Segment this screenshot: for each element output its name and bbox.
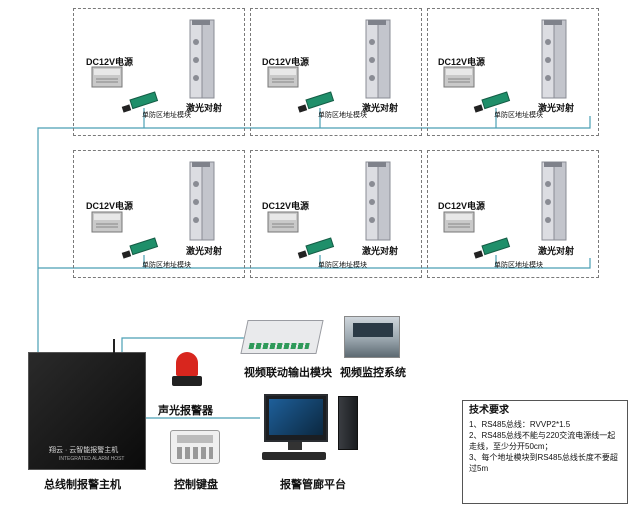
tech-requirements-box: 技术要求 1、RS485总线：RVVP2*1.5 2、RS485总线不能与220…	[462, 400, 628, 504]
video-monitor-label: 视频监控系统	[340, 367, 406, 379]
alarm-host-cabinet: 翔云 · 云智能报警主机 INTEGRATED ALARM HOST	[28, 339, 146, 470]
zone-5-psu-label: DC12V电源	[262, 201, 310, 211]
zone-6-module-label: 单防区地址模块	[494, 262, 543, 269]
zone-3-laser-label: 激光对射	[538, 103, 575, 113]
antenna	[113, 339, 115, 353]
alarm-host-brand-sub: INTEGRATED ALARM HOST	[59, 456, 125, 462]
zone-3-psu-label: DC12V电源	[438, 57, 486, 67]
zone-6-psu-label: DC12V电源	[438, 201, 486, 211]
tech-line-3: 3、每个地址模块到RS485总线长度不要超过5m	[469, 453, 618, 473]
video-link-module-label: 视频联动输出模块	[244, 367, 332, 379]
alarm-host-label: 总线制报警主机	[44, 479, 121, 491]
siren-icon	[172, 352, 202, 388]
zone-4-laser-label: 激光对射	[186, 246, 223, 256]
tech-line-2: 2、RS485总线不能与220交流电源线一起走线，至少分开50cm；	[469, 431, 616, 451]
video-link-module-icon	[240, 320, 324, 354]
zone-2-laser-label: 激光对射	[362, 103, 399, 113]
zone-box-6	[427, 150, 599, 278]
platform-monitor-icon	[264, 394, 328, 442]
zone-box-2	[250, 8, 422, 136]
siren-label: 声光报警器	[158, 405, 213, 417]
zone-2-psu-label: DC12V电源	[262, 57, 310, 67]
platform-label: 报警管廊平台	[280, 479, 346, 491]
zone-3-module-label: 单防区地址模块	[494, 112, 543, 119]
alarm-host-brand: 翔云 · 云智能报警主机	[49, 447, 119, 454]
zone-box-1	[73, 8, 245, 136]
zone-4-psu-label: DC12V电源	[86, 201, 134, 211]
zone-box-5	[250, 150, 422, 278]
zone-6-laser-label: 激光对射	[538, 246, 575, 256]
keyboard-icon	[170, 430, 220, 464]
platform-tower-icon	[338, 396, 358, 450]
zone-4-module-label: 单防区地址模块	[142, 262, 191, 269]
keyboard-label: 控制键盘	[174, 479, 218, 491]
zone-1-module-label: 单防区地址模块	[142, 112, 191, 119]
zone-box-3	[427, 8, 599, 136]
video-monitor-image	[344, 316, 400, 358]
platform-keyboard-icon	[262, 452, 326, 460]
tech-line-1: 1、RS485总线：RVVP2*1.5	[469, 420, 571, 429]
platform-stand-icon	[288, 442, 302, 450]
zone-box-4	[73, 150, 245, 278]
tech-requirements-title: 技术要求	[469, 405, 509, 416]
zone-5-module-label: 单防区地址模块	[318, 262, 367, 269]
zone-1-psu-label: DC12V电源	[86, 57, 134, 67]
zone-5-laser-label: 激光对射	[362, 246, 399, 256]
zone-2-module-label: 单防区地址模块	[318, 112, 367, 119]
zone-1-laser-label: 激光对射	[186, 103, 223, 113]
